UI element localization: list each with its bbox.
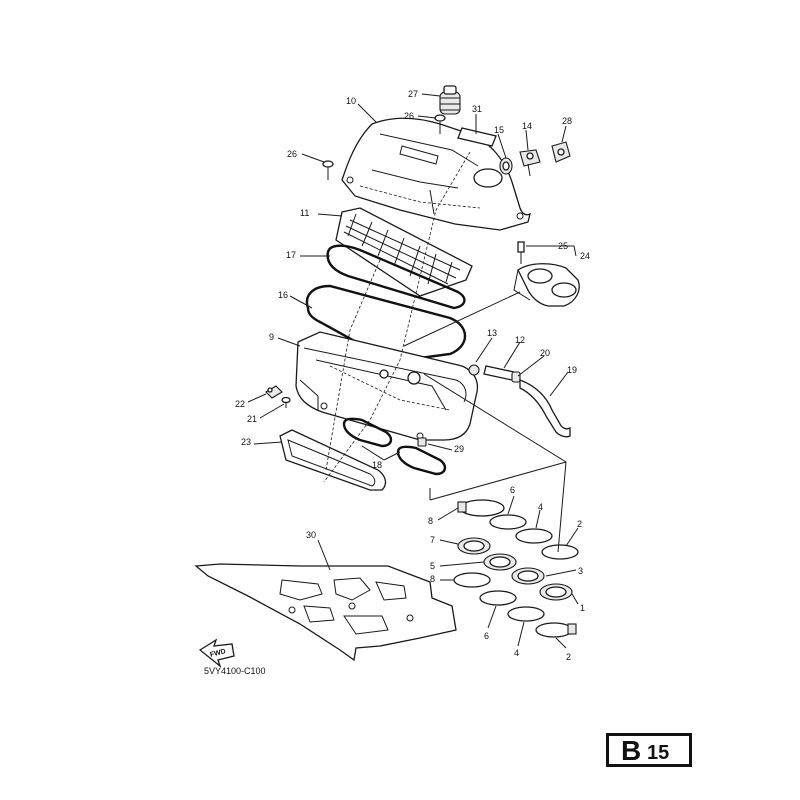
- leader-lines: [247, 93, 579, 649]
- clip-part-29: [417, 437, 427, 447]
- clamp-part-6a: [489, 514, 527, 530]
- clamp-part-20: [511, 371, 521, 383]
- bracket-part-22: [265, 385, 283, 399]
- callout-10: 10: [346, 96, 356, 106]
- assembly-axis-lines: [323, 151, 567, 553]
- joint-part-5: [483, 553, 517, 571]
- seal-part-23: [279, 429, 387, 491]
- callout-23: 23: [241, 437, 251, 447]
- callout-8: 8: [430, 574, 435, 584]
- callout-28: 28: [562, 116, 572, 126]
- callout-9: 9: [269, 332, 274, 342]
- callout-4: 4: [538, 502, 543, 512]
- label-plate-part-31: [457, 127, 497, 147]
- callout-7: 7: [430, 535, 435, 545]
- callout-24: 24: [580, 251, 590, 261]
- callout-12: 12: [515, 335, 525, 345]
- callout-4: 4: [514, 648, 519, 658]
- screw-part-21: [281, 396, 291, 408]
- callout-15: 15: [494, 125, 504, 135]
- diagram-code: 5VY4100-C100: [204, 666, 266, 676]
- callout-14: 14: [522, 121, 532, 131]
- fwd-arrow-icon: FWD: [198, 638, 235, 668]
- callout-3: 3: [578, 566, 583, 576]
- clamp-part-2a: [541, 544, 579, 560]
- sensor-part-14: [519, 149, 541, 177]
- callout-27: 27: [408, 89, 418, 99]
- callout-6: 6: [484, 631, 489, 641]
- joint-part-24: [513, 263, 580, 307]
- joint-part-7: [457, 537, 491, 555]
- air-filter-part-11: [335, 207, 473, 297]
- callout-11: 11: [300, 208, 309, 218]
- callout-30: 30: [306, 530, 316, 540]
- callout-26: 26: [287, 149, 297, 159]
- callout-6: 6: [510, 485, 515, 495]
- screw-part-26b: [322, 160, 334, 180]
- clamp-part-4a: [515, 528, 553, 544]
- seal-part-16: [305, 284, 467, 360]
- badge-letter: B: [621, 735, 642, 766]
- callout-1: 1: [580, 603, 585, 613]
- callout-18: 18: [372, 460, 382, 470]
- page-badge: B 15: [606, 733, 692, 767]
- callout-25: 25: [558, 241, 568, 251]
- air-box-cover-part-10: [341, 117, 531, 231]
- callout-26: 26: [404, 111, 414, 121]
- callout-numbers: 27 10 26 31 15 14 28 26 11 25 24 17 16 9…: [235, 89, 590, 662]
- callout-13: 13: [487, 328, 497, 338]
- fwd-label: FWD: [209, 648, 226, 659]
- seal-part-17: [326, 244, 466, 310]
- callout-16: 16: [278, 290, 288, 300]
- screw-part-25: [517, 241, 525, 264]
- clamp-part-2b: [535, 622, 577, 638]
- clamp-part-8b: [453, 572, 491, 588]
- plug-part-13: [468, 364, 480, 376]
- screw-part-26a: [434, 114, 446, 134]
- callout-2: 2: [566, 652, 571, 662]
- clamp-part-6b: [479, 590, 517, 606]
- callout-19: 19: [567, 365, 577, 375]
- clamp-part-8a: [457, 499, 505, 517]
- callout-2: 2: [577, 519, 582, 529]
- callout-5: 5: [430, 561, 435, 571]
- bracket-part-28: [551, 141, 571, 163]
- clamp-part-4b: [507, 606, 545, 622]
- callout-20: 20: [540, 348, 550, 358]
- gasket-part-18b: [396, 445, 447, 476]
- hose-part-12: [483, 365, 515, 381]
- grommet-part-15: [499, 157, 513, 175]
- callout-21: 21: [247, 414, 257, 424]
- plate-part-30: [194, 563, 457, 662]
- joint-part-3: [511, 567, 545, 585]
- callout-31: 31: [472, 104, 482, 114]
- callout-17: 17: [286, 250, 296, 260]
- callout-29: 29: [454, 444, 464, 454]
- callout-22: 22: [235, 399, 245, 409]
- callout-8: 8: [428, 516, 433, 526]
- joint-part-1: [539, 583, 573, 601]
- gasket-part-18a: [342, 417, 393, 448]
- hose-part-19: [519, 379, 571, 438]
- breather-boot-part-27: [439, 85, 461, 115]
- badge-number: 15: [647, 742, 670, 764]
